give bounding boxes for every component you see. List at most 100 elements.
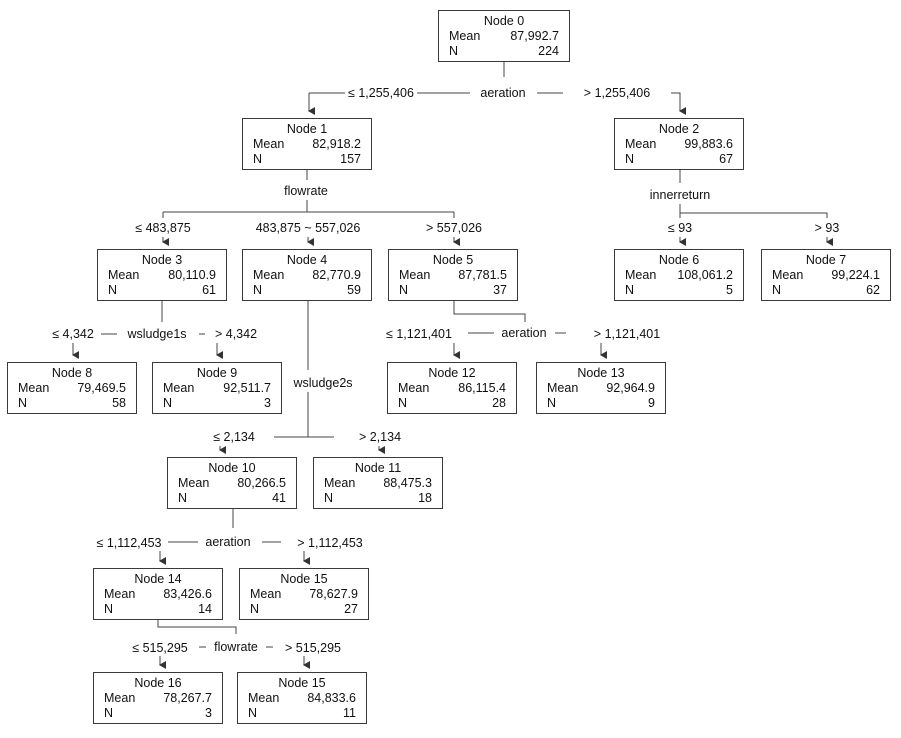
n-value: 28 bbox=[492, 396, 506, 410]
branch-label: > 1,255,406 bbox=[580, 86, 654, 101]
mean-label: Mean bbox=[250, 587, 282, 601]
n-label: N bbox=[108, 283, 118, 297]
mean-label: Mean bbox=[625, 268, 657, 282]
node-title: Node 13 bbox=[577, 366, 625, 380]
mean-value: 82,918.2 bbox=[312, 137, 361, 151]
n-label: N bbox=[253, 283, 263, 297]
n-label: N bbox=[178, 491, 188, 505]
n-label: N bbox=[104, 706, 114, 720]
node-title: Node 15 bbox=[280, 572, 328, 586]
mean-label: Mean bbox=[449, 29, 481, 43]
n-value: 41 bbox=[272, 491, 286, 505]
node-title: Node 12 bbox=[428, 366, 476, 380]
mean-label: Mean bbox=[625, 137, 657, 151]
mean-label: Mean bbox=[772, 268, 804, 282]
branch-label: ≤ 93 bbox=[664, 221, 696, 236]
split-variable: flowrate bbox=[281, 184, 331, 199]
mean-value: 80,266.5 bbox=[237, 476, 286, 490]
node-title: Node 4 bbox=[286, 253, 328, 267]
split-variable: innerreturn bbox=[646, 188, 714, 203]
mean-value: 99,883.6 bbox=[684, 137, 733, 151]
node-title: Node 3 bbox=[141, 253, 183, 267]
mean-value: 82,770.9 bbox=[312, 268, 361, 282]
mean-label: Mean bbox=[104, 691, 136, 705]
branch-label: ≤ 515,295 bbox=[129, 641, 191, 656]
branch-label: > 1,121,401 bbox=[590, 327, 664, 342]
mean-value: 108,061.2 bbox=[677, 268, 733, 282]
n-value: 5 bbox=[726, 283, 733, 297]
mean-value: 92,511.7 bbox=[223, 381, 271, 395]
mean-label: Mean bbox=[163, 381, 195, 395]
tree-node-1: Node 1 Mean 82,918.2 N 157 bbox=[242, 118, 372, 170]
n-label: N bbox=[625, 152, 635, 166]
branch-label: ≤ 1,112,453 bbox=[93, 536, 165, 551]
n-value: 61 bbox=[202, 283, 216, 297]
node-title: Node 16 bbox=[134, 676, 182, 690]
mean-value: 84,833.6 bbox=[307, 691, 356, 705]
n-value: 224 bbox=[538, 44, 559, 58]
n-value: 157 bbox=[340, 152, 361, 166]
n-value: 58 bbox=[112, 396, 126, 410]
n-label: N bbox=[772, 283, 782, 297]
mean-value: 79,469.5 bbox=[77, 381, 126, 395]
split-variable: wsludge1s bbox=[124, 327, 190, 342]
node-title: Node 1 bbox=[286, 122, 328, 136]
branch-label: ≤ 1,255,406 bbox=[345, 86, 417, 101]
node-title: Node 10 bbox=[208, 461, 256, 475]
split-variable: wsludge2s bbox=[290, 376, 356, 391]
n-label: N bbox=[324, 491, 334, 505]
mean-label: Mean bbox=[18, 381, 50, 395]
mean-label: Mean bbox=[108, 268, 140, 282]
node-title: Node 14 bbox=[134, 572, 182, 586]
n-value: 11 bbox=[343, 706, 356, 720]
mean-label: Mean bbox=[398, 381, 430, 395]
mean-label: Mean bbox=[547, 381, 579, 395]
node-title: Node 7 bbox=[805, 253, 847, 267]
mean-label: Mean bbox=[253, 268, 285, 282]
mean-value: 87,992.7 bbox=[510, 29, 559, 43]
mean-value: 88,475.3 bbox=[383, 476, 432, 490]
n-value: 37 bbox=[493, 283, 507, 297]
n-value: 62 bbox=[866, 283, 880, 297]
mean-label: Mean bbox=[253, 137, 285, 151]
connector-arrow bbox=[671, 92, 686, 115]
split-variable: aeration bbox=[477, 86, 529, 101]
mean-value: 99,224.1 bbox=[831, 268, 880, 282]
node-title: Node 8 bbox=[51, 366, 93, 380]
n-label: N bbox=[250, 602, 260, 616]
split-variable: aeration bbox=[202, 535, 254, 550]
mean-value: 86,115.4 bbox=[458, 381, 506, 395]
n-label: N bbox=[399, 283, 409, 297]
connector-line bbox=[157, 620, 237, 634]
branch-label: ≤ 2,134 bbox=[210, 430, 258, 445]
branch-label: > 2,134 bbox=[355, 430, 405, 445]
branch-label: > 557,026 bbox=[423, 221, 485, 236]
n-label: N bbox=[449, 44, 459, 58]
branch-label: > 4,342 bbox=[211, 327, 261, 342]
mean-label: Mean bbox=[399, 268, 431, 282]
branch-label: > 1,112,453 bbox=[294, 536, 366, 551]
node-title: Node 0 bbox=[483, 14, 525, 28]
n-label: N bbox=[104, 602, 114, 616]
branch-label: ≤ 4,342 bbox=[49, 327, 97, 342]
branch-label: > 515,295 bbox=[282, 641, 344, 656]
branch-label: > 93 bbox=[811, 221, 843, 236]
mean-value: 78,627.9 bbox=[309, 587, 358, 601]
mean-value: 80,110.9 bbox=[168, 268, 216, 282]
n-value: 18 bbox=[418, 491, 432, 505]
node-title: Node 9 bbox=[196, 366, 238, 380]
split-variable: flowrate bbox=[211, 640, 261, 655]
n-label: N bbox=[253, 152, 263, 166]
node-title: Node 5 bbox=[432, 253, 474, 267]
